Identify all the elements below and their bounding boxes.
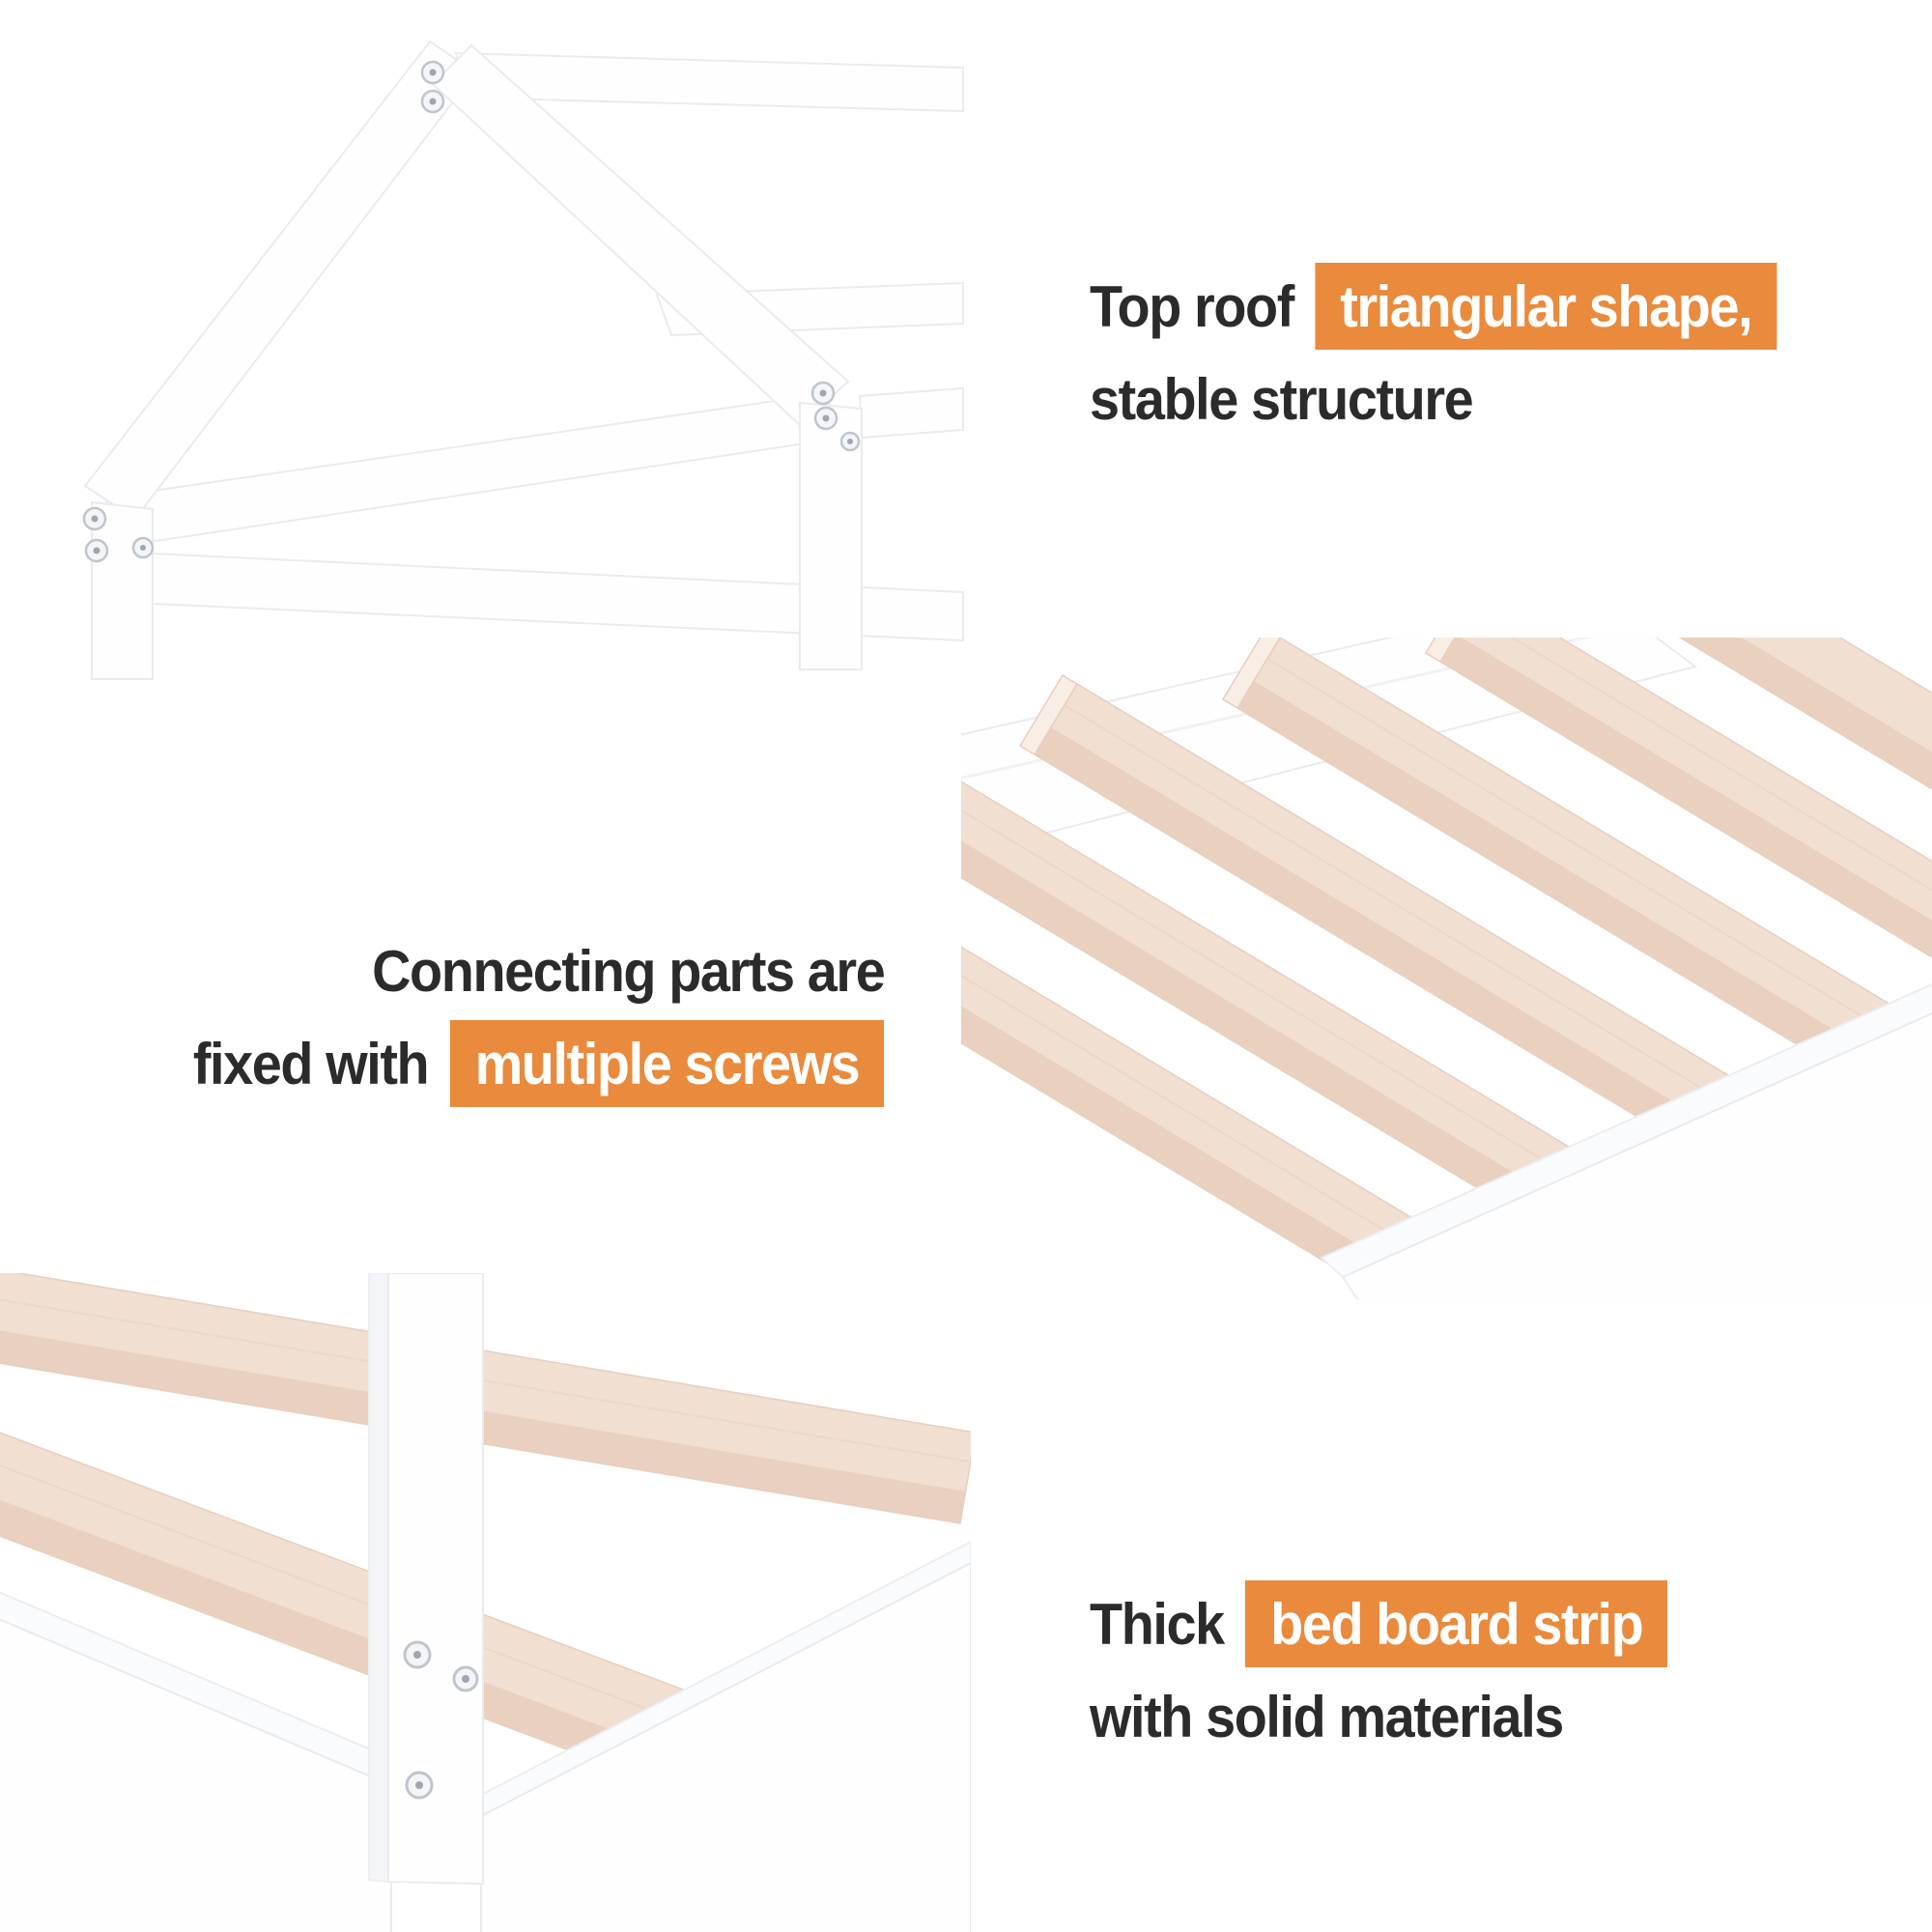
upper-side-rail	[104, 391, 833, 550]
callout-screws-line2: fixed with multiple screws	[192, 1018, 884, 1109]
left-post	[91, 500, 154, 680]
callout-roof-highlight: triangular shape,	[1315, 263, 1777, 350]
right-post	[799, 401, 863, 670]
callout-roof-line2: stable structure	[1090, 354, 1776, 444]
left-rafter	[83, 40, 477, 521]
corner-screws	[403, 1640, 479, 1800]
slat	[961, 946, 1549, 1299]
corner-post	[368, 1273, 484, 1886]
roof-apex-photo	[82, 40, 964, 680]
callout-screws-line1-text: Connecting parts are	[371, 938, 886, 1004]
callout-screws: Connecting parts are fixed with multiple…	[192, 925, 886, 1109]
callout-slats-line2-text: with solid materials	[1090, 1684, 1564, 1749]
callout-screws-prefix: fixed with	[192, 1031, 429, 1096]
frame-corner-photo	[0, 1273, 971, 1932]
callout-slats-prefix: Thick	[1090, 1591, 1225, 1657]
callout-roof-prefix: Top roof	[1090, 273, 1294, 339]
far-side-rail	[1320, 983, 1932, 1299]
callout-roof-line2-text: stable structure	[1090, 366, 1474, 432]
roof-frame-beams	[83, 40, 964, 680]
bed-slats-photo	[961, 638, 1932, 1299]
callout-slats: Thick bed board strip with solid materia…	[1090, 1578, 1668, 1762]
roof-screws	[82, 60, 861, 563]
callout-roof-line1: Top roof triangular shape,	[1090, 261, 1777, 352]
slat	[1678, 638, 1932, 790]
callout-screws-line1: Connecting parts are	[192, 925, 886, 1016]
callout-roof: Top roof triangular shape, stable struct…	[1090, 261, 1777, 444]
right-rail-segment	[858, 386, 964, 440]
callout-slats-line2: with solid materials	[1090, 1671, 1667, 1762]
callout-slats-line1: Thick bed board strip	[1090, 1578, 1668, 1669]
slat	[1424, 638, 1932, 958]
callout-screws-highlight: multiple screws	[449, 1020, 884, 1107]
callout-slats-highlight: bed board strip	[1245, 1580, 1668, 1667]
slat	[0, 1273, 971, 1524]
